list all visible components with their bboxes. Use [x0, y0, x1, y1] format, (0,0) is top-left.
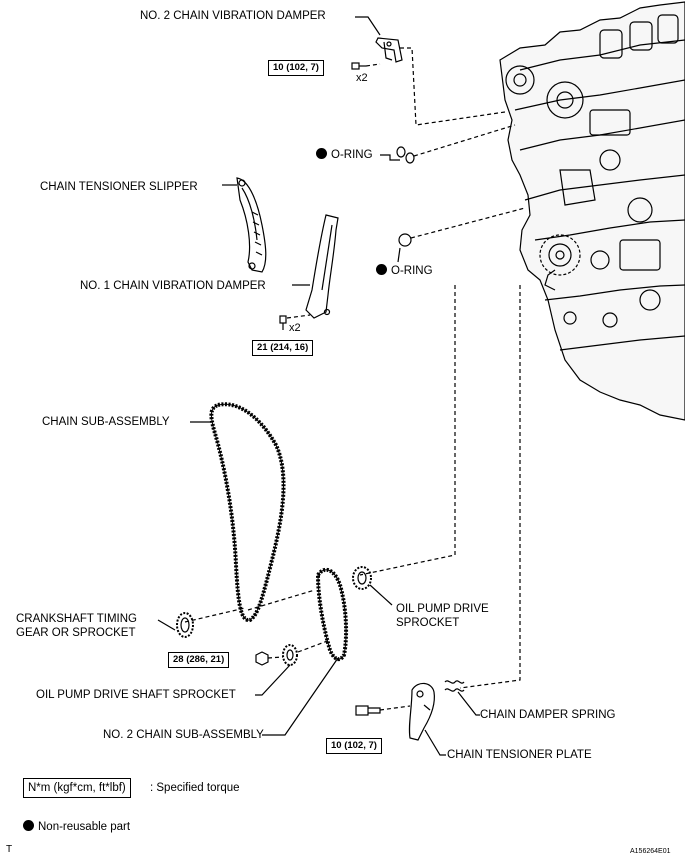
corner-left-mark: T: [6, 844, 13, 855]
no2-damper-part: [355, 16, 403, 63]
engine-block: [499, 1, 685, 421]
chain-subassembly-part: [209, 402, 286, 623]
legend-nonreusable: Non-reusable part: [23, 820, 130, 834]
oring-mid-part: [397, 233, 412, 263]
label-no2-damper: NO. 2 CHAIN VIBRATION DAMPER: [140, 10, 326, 22]
label-damper-spring: CHAIN DAMPER SPRING: [480, 709, 616, 721]
nonreusable-dot-icon: [316, 148, 327, 159]
label-oil-pump-drive-line1: OIL PUMP DRIVE: [396, 603, 489, 615]
label-crank-gear-line1: CRANKSHAFT TIMING: [16, 613, 137, 625]
tensioner-bolt-icon: [355, 705, 381, 716]
label-tensioner-plate: CHAIN TENSIONER PLATE: [447, 749, 592, 761]
label-oil-pump-drive-line2: SPROCKET: [396, 617, 460, 629]
label-oil-pump-shaft: OIL PUMP DRIVE SHAFT SPROCKET: [36, 689, 236, 701]
figure-id: A156264E01: [630, 848, 671, 855]
oil-pump-shaft-sprocket-part: [282, 644, 298, 666]
label-oring-top: O-RING: [316, 148, 373, 162]
no2-chain-part: [315, 567, 349, 662]
label-tensioner-slipper: CHAIN TENSIONER SLIPPER: [40, 181, 198, 193]
legend-torque-box: N*m (kgf*cm, ft*lbf): [23, 778, 131, 798]
label-oring-mid: O-RING: [376, 264, 433, 278]
damper1-bolt-icon: [279, 315, 287, 330]
nonreusable-dot-icon: [23, 820, 34, 831]
tensioner-slipper-part: [236, 177, 267, 273]
damper2-bolt-icon: [351, 62, 366, 70]
label-chain-sub: CHAIN SUB-ASSEMBLY: [42, 416, 170, 428]
multiplier-damper1: x2: [289, 322, 301, 334]
nonreusable-dot-icon: [376, 264, 387, 275]
no1-damper-part: [305, 214, 339, 319]
oil-pump-nut-icon: [255, 651, 269, 666]
tensioner-plate-part: [408, 682, 435, 741]
torque-tensioner: 10 (102, 7): [326, 738, 382, 754]
label-no1-damper: NO. 1 CHAIN VIBRATION DAMPER: [80, 280, 266, 292]
multiplier-damper2: x2: [356, 72, 368, 84]
torque-damper1: 21 (214, 16): [252, 340, 314, 356]
legend-torque-text: : Specified torque: [150, 782, 240, 794]
torque-oil-pump: 28 (286, 21): [168, 652, 230, 668]
torque-damper2: 10 (102, 7): [268, 60, 324, 76]
oring-top-part: [380, 146, 415, 164]
damper-spring-part: [444, 680, 465, 692]
label-crank-gear-line2: GEAR OR SPROCKET: [16, 627, 136, 639]
label-no2-chain-sub: NO. 2 CHAIN SUB-ASSEMBLY: [103, 729, 264, 741]
oil-pump-drive-sprocket-part: [352, 566, 372, 590]
crank-gear-part: [176, 612, 194, 638]
